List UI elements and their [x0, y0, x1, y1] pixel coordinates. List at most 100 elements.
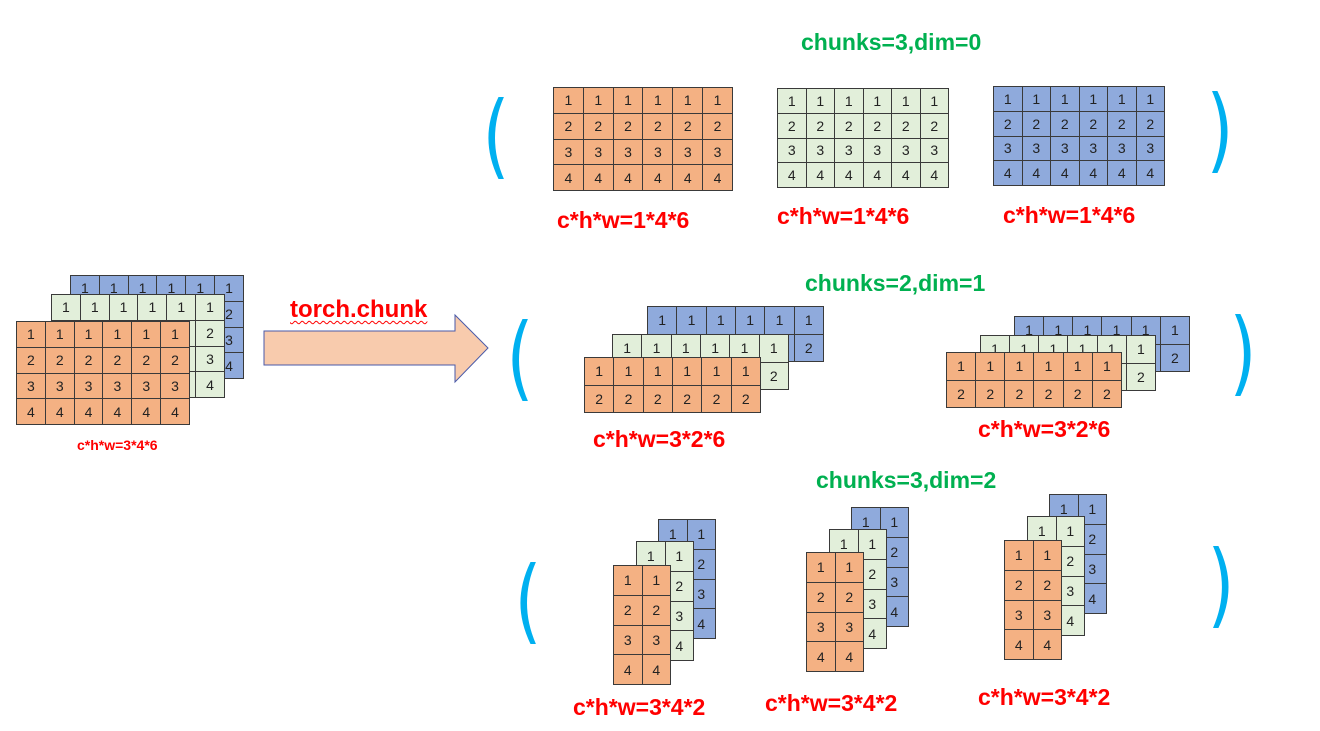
matrix-cell: 2: [1021, 110, 1051, 137]
matrix-cell: 3: [806, 611, 836, 643]
matrix-cell: 3: [919, 137, 949, 164]
matrix-cell: 1: [705, 306, 736, 335]
matrix-cell: 4: [641, 654, 671, 685]
matrix-cell: 4: [1107, 160, 1137, 186]
matrix-cell: 4: [834, 641, 864, 672]
matrix-cell: 1: [1032, 540, 1062, 571]
matrix-cell: 4: [1004, 629, 1034, 660]
matrix-cell: 3: [834, 137, 864, 164]
matrix-cell: 4: [805, 162, 835, 188]
chunk-shape-label: c*h*w=1*4*6: [777, 203, 910, 229]
matrix-cell: 1: [641, 565, 671, 596]
chunk-shape-label: c*h*w=1*4*6: [557, 207, 690, 233]
matrix-cell: 3: [862, 137, 892, 164]
matrix-cell: 3: [553, 138, 584, 166]
matrix-cell: 2: [102, 346, 133, 374]
matrix-cell: 1: [862, 88, 892, 114]
matrix-cell: 2: [834, 112, 864, 139]
matrix-cell: 2: [553, 112, 584, 140]
matrix-cell: 1: [777, 88, 807, 114]
matrix-cell: 1: [1004, 352, 1035, 381]
matrix-cell: 4: [993, 160, 1023, 186]
matrix-cell: 2: [672, 112, 704, 140]
matrix-cell: 3: [1135, 135, 1165, 162]
matrix-cell: 1: [805, 88, 835, 114]
matrix-cell: 1: [671, 357, 703, 386]
matrix-cell: 1: [195, 294, 225, 321]
matrix-cell: 3: [993, 135, 1023, 162]
matrix-cell: 2: [1004, 569, 1034, 601]
matrix-cell: 4: [131, 398, 162, 425]
matrix-cell: 3: [131, 372, 162, 400]
matrix-cell: 2: [671, 384, 703, 413]
section-title-dim1: chunks=2,dim=1: [805, 270, 986, 296]
chunk-shape-label: c*h*w=1*4*6: [1003, 202, 1136, 228]
matrix-cell: 1: [16, 321, 46, 348]
matrix-cell: 1: [613, 565, 643, 596]
matrix-cell: 3: [834, 611, 864, 643]
matrix-cell: 2: [1062, 379, 1093, 408]
matrix-cell: 2: [16, 346, 46, 374]
matrix-cell: 3: [1004, 599, 1034, 631]
matrix-cell: 3: [73, 372, 104, 400]
matrix-cell: 2: [613, 384, 644, 413]
matrix-cell: 1: [1021, 86, 1051, 112]
matrix-cell: 4: [16, 398, 46, 425]
matrix-cell: 2: [44, 346, 75, 374]
matrix-cell: 2: [1004, 379, 1035, 408]
matrix-cell: 1: [702, 87, 733, 114]
matrix-cell: 3: [702, 138, 733, 166]
matrix-cell: 3: [642, 138, 674, 166]
matrix-cell: 4: [1078, 160, 1108, 186]
section-title-dim0: chunks=3,dim=0: [801, 29, 982, 55]
matrix-cell: 2: [612, 112, 644, 140]
matrix-cell: 3: [582, 138, 614, 166]
matrix-cell: 4: [806, 641, 836, 672]
matrix-cell: 2: [195, 319, 225, 347]
matrix-cell: 3: [195, 345, 225, 373]
matrix-cell: 1: [642, 87, 674, 114]
matrix-cell: 1: [1091, 352, 1123, 381]
open-bracket: (: [506, 304, 534, 411]
matrix-cell: 1: [1125, 335, 1157, 364]
matrix-cell: 3: [1078, 135, 1108, 162]
matrix-cell: 1: [553, 87, 584, 114]
matrix-cell: 1: [102, 321, 133, 348]
matrix-cell: 2: [975, 379, 1006, 408]
matrix-cell: 2: [891, 112, 921, 139]
matrix-cell: 1: [73, 321, 104, 348]
matrix-cell: 1: [1135, 86, 1165, 112]
close-bracket: ): [1207, 531, 1235, 638]
matrix-cell: 1: [676, 306, 707, 335]
matrix-cell: 3: [805, 137, 835, 164]
matrix-cell: 2: [862, 112, 892, 139]
matrix-cell: 1: [734, 306, 766, 335]
matrix-cell: 1: [834, 552, 864, 583]
matrix-cell: 1: [1004, 540, 1034, 571]
matrix-cell: 3: [1050, 135, 1080, 162]
matrix-cell: 1: [108, 294, 139, 321]
matrix-cell: 3: [777, 137, 807, 164]
matrix-cell: 2: [583, 384, 615, 413]
right-arrow-icon: [263, 313, 489, 384]
matrix-cell: 4: [160, 398, 190, 425]
matrix-cell: 3: [16, 372, 46, 400]
matrix-cell: 2: [1032, 569, 1062, 601]
